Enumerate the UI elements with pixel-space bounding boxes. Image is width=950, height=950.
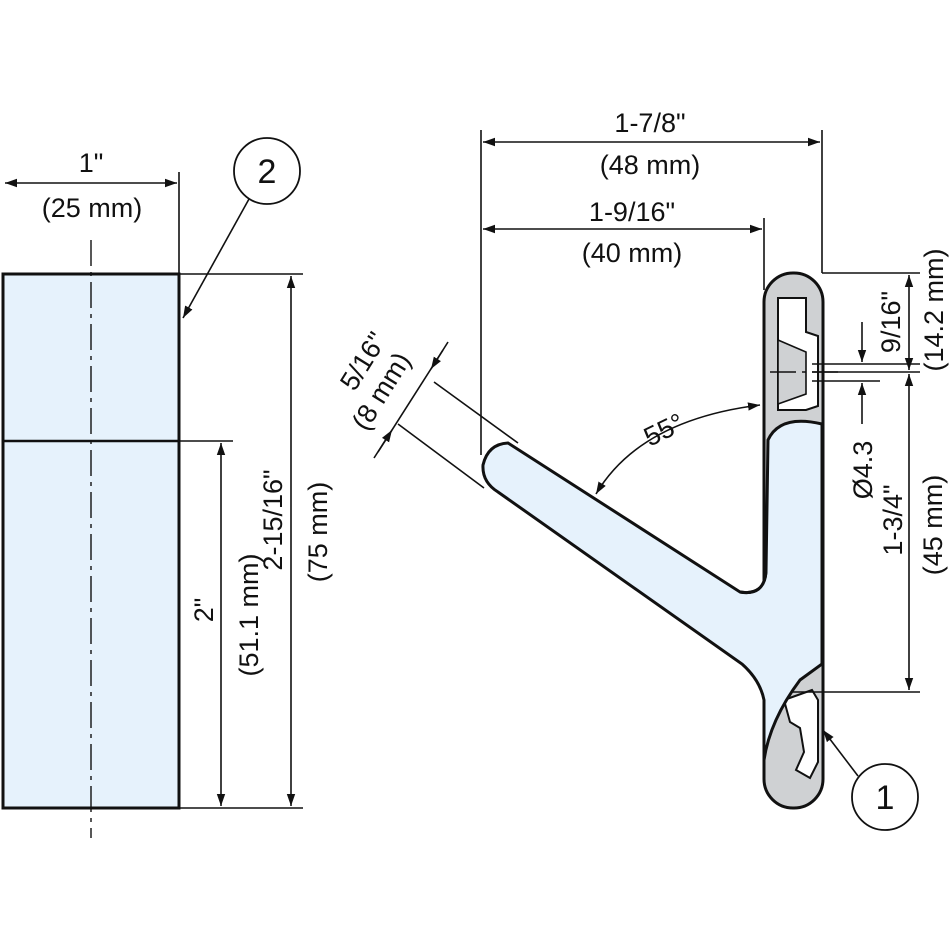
hole-diameter-label: Ø4.3 [848,441,878,500]
callout-2-label: 2 [258,153,277,191]
front-width-mm-label: (25 mm) [42,193,143,223]
side-reach-mm-label: (40 mm) [582,238,683,268]
front-total-height-mm-label: (75 mm) [303,482,333,583]
callout-1-bubble [851,763,919,831]
side-depth-in-label: 1-7/8" [614,108,685,138]
callout-1-label: 1 [876,779,895,817]
top-offset-mm-label: (14.2 mm) [919,248,949,371]
callout-2-leader [182,198,250,319]
front-width-in-label: 1" [79,148,104,178]
hole-spacing-in-label: 1-3/4" [878,484,908,555]
front-total-height-in-label: 2-15/16" [258,469,288,570]
front-lower-height-mm-label: (51.1 mm) [234,553,264,676]
side-reach-in-label: 1-9/16" [589,197,675,227]
callout-2-bubble [233,137,301,205]
arm-thick-arrow-top [430,341,449,370]
hook-body [481,419,824,761]
angle-label: 55° [639,407,689,452]
hole-spacing-mm-label: (45 mm) [918,475,948,576]
arm-thick-arrow-bottom [373,429,393,459]
clip-bottom [782,688,819,780]
top-offset-in-label: 9/16" [876,291,906,353]
arm-thick-ext-bottom [397,423,485,489]
callout-1-leader [822,729,859,777]
hook-inner-edge [739,571,768,595]
side-view: 1-7/8" (48 mm) 1-9/16" (40 mm) 5/16" (8 … [334,108,949,831]
front-view: 1" (25 mm) 2" (51.1 mm) 2-15/16" (75 mm)… [1,137,333,838]
angle-arc [595,402,761,495]
front-lower-height-in-label: 2" [189,598,219,623]
side-depth-mm-label: (48 mm) [600,150,701,180]
arm-thick-ext-top [433,381,519,444]
